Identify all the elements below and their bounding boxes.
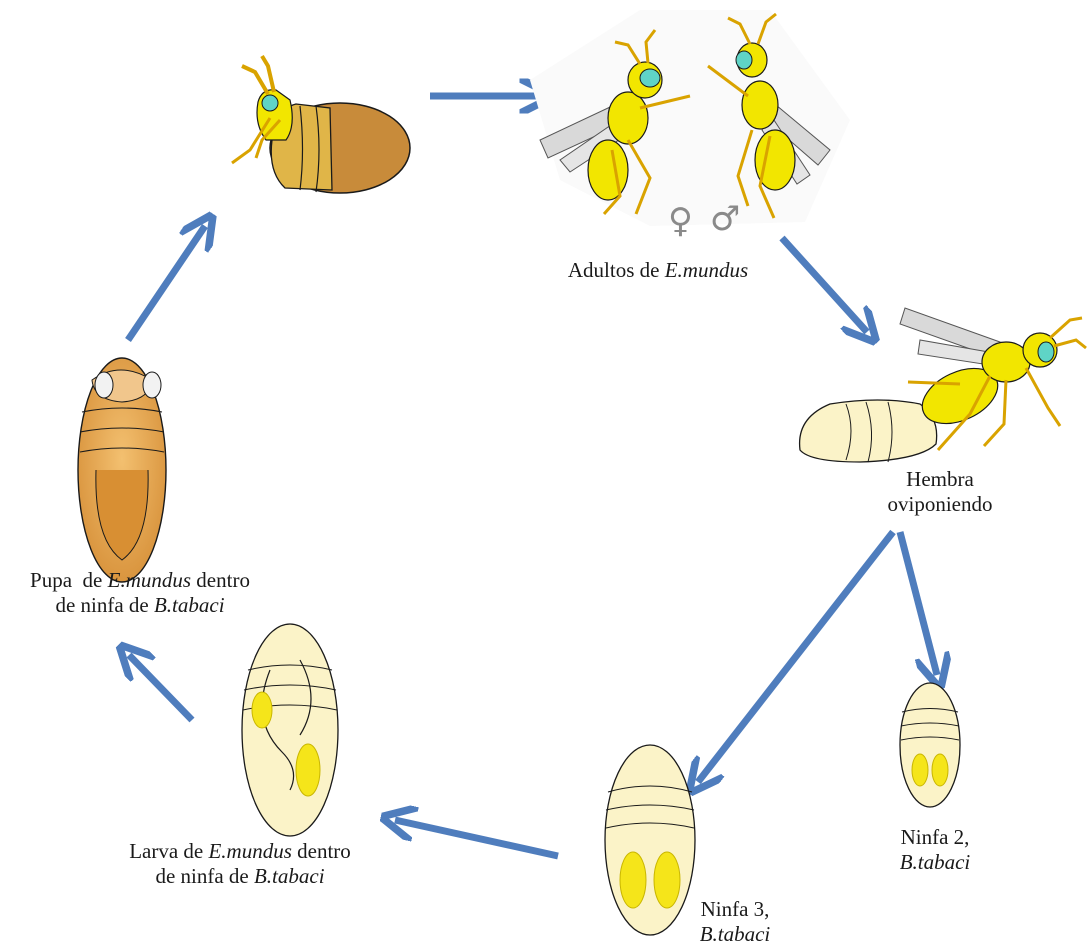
pupa-label-line2: de ninfa de B.tabaci [0, 593, 280, 618]
ovipositing-female-illustration [800, 308, 1086, 462]
female-label: Hembra oviponiendo [850, 467, 1030, 517]
nymph2-label: Ninfa 2, B.tabaci [880, 825, 990, 875]
adults-label: Adultos de E.mundus [538, 258, 778, 283]
larva-illustration [242, 624, 338, 836]
arrow-larva-to-pupa [129, 655, 192, 720]
pupa-label-l2-pre: de ninfa de [55, 593, 154, 617]
female-label-line1: Hembra [850, 467, 1030, 492]
pupa-label-l1-species: E.mundus [108, 568, 191, 592]
arrow-pupa-to-emergence [128, 226, 205, 340]
larva-label: Larva de E.mundus dentro de ninfa de B.t… [100, 839, 380, 889]
pupa-label-line1: Pupa de E.mundus dentro [0, 568, 280, 593]
arrow-female-to-nymph3 [698, 532, 893, 782]
larva-label-l2-pre: de ninfa de [155, 864, 254, 888]
male-symbol: ♂ [710, 199, 740, 239]
pupa-label-l2-species: B.tabaci [154, 593, 225, 617]
female-label-line2: oviponiendo [850, 492, 1030, 517]
larva-label-line2: de ninfa de B.tabaci [100, 864, 380, 889]
pupa-label: Pupa de E.mundus dentro de ninfa de B.ta… [0, 568, 280, 618]
larva-label-line1: Larva de E.mundus dentro [100, 839, 380, 864]
nymph3-label-line1: Ninfa 3, [680, 897, 790, 922]
emerging-wasp-illustration [232, 56, 410, 193]
nymph3-label: Ninfa 3, B.tabaci [680, 897, 790, 947]
nymph2-label-line2: B.tabaci [880, 850, 990, 875]
pupa-illustration [78, 358, 166, 582]
adults-label-species: E.mundus [665, 258, 748, 282]
larva-label-l1-species: E.mundus [208, 839, 291, 863]
nymph2-illustration [900, 683, 960, 807]
larva-label-l2-species: B.tabaci [254, 864, 325, 888]
larva-label-l1-pre: Larva de [129, 839, 208, 863]
adults-label-prefix: Adultos de [568, 258, 665, 282]
arrow-nymph3-to-larva [395, 820, 558, 856]
larva-label-l1-post: dentro [292, 839, 351, 863]
nymph3-label-line2: B.tabaci [680, 922, 790, 947]
arrow-adults-to-female [782, 238, 867, 332]
female-symbol: ♀ [668, 201, 693, 241]
adult-wasps-illustration [530, 10, 850, 226]
pupa-label-l1-post: dentro [191, 568, 250, 592]
nymph2-label-line1: Ninfa 2, [880, 825, 990, 850]
arrow-female-to-nymph2 [900, 532, 937, 675]
pupa-label-l1-pre: Pupa de [30, 568, 108, 592]
